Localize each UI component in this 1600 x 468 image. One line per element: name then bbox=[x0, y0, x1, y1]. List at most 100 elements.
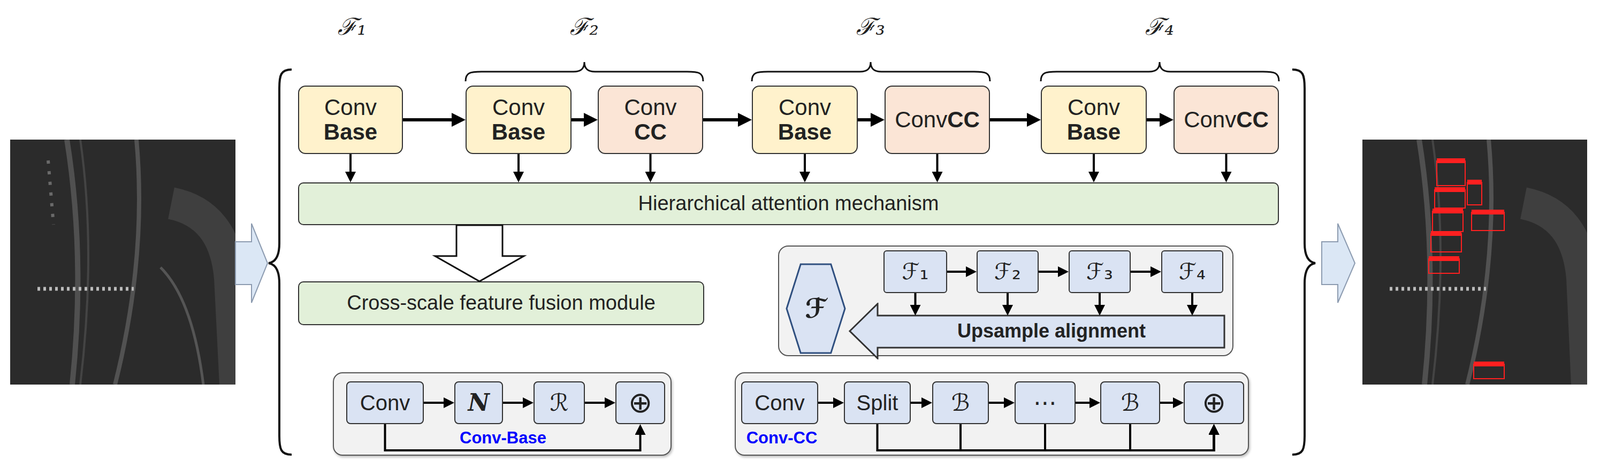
node-label: ⋯ bbox=[1033, 390, 1057, 416]
arrow-connector bbox=[423, 401, 444, 405]
upsample-arrow: Upsample alignment bbox=[848, 302, 1226, 360]
arrow-connector bbox=[349, 154, 352, 172]
node-label: ⊕ bbox=[1201, 386, 1226, 419]
arrow-connector bbox=[857, 118, 871, 122]
hollow-arrow bbox=[435, 225, 524, 282]
arrow-connector bbox=[1130, 424, 1215, 451]
node-label: CC bbox=[947, 107, 980, 133]
node-label: ℱ₂ bbox=[994, 259, 1022, 285]
node-label: Upsample alignment bbox=[957, 320, 1146, 342]
group-panel: Conv-CC Conv Split ℬ ⋯ ℬ ⊕ bbox=[734, 372, 1249, 456]
fused-feature-hexagon: ℱ bbox=[785, 263, 847, 355]
scale-label: ℱ₄ bbox=[1145, 9, 1175, 42]
ellipsis-box: ⋯ bbox=[1014, 381, 1076, 425]
output-block-arrow bbox=[1321, 223, 1355, 303]
arrow-connector bbox=[385, 424, 641, 451]
op-box: Conv bbox=[346, 381, 424, 425]
node-label: Base bbox=[1067, 119, 1121, 145]
arrow-connector bbox=[402, 118, 452, 122]
split-box: Split bbox=[843, 381, 911, 425]
node-label: Conv bbox=[1183, 107, 1237, 133]
node-label: ℱ₁ bbox=[902, 259, 929, 285]
node-label: ⊕ bbox=[628, 386, 653, 419]
conv-cc-block: ConvCC bbox=[1173, 85, 1279, 155]
output-image bbox=[1362, 139, 1588, 385]
bottleneck-box: ℬ bbox=[1100, 381, 1161, 425]
arrow-connector bbox=[1098, 293, 1101, 306]
arrow-connector bbox=[989, 118, 1027, 122]
arrow-connector bbox=[584, 401, 605, 405]
arrow-connector bbox=[1160, 401, 1173, 405]
curly-brace bbox=[1292, 69, 1316, 455]
arrow-connector bbox=[1045, 424, 1215, 451]
arrow-connector bbox=[703, 118, 738, 122]
arrow-connector bbox=[649, 154, 652, 172]
node-label: Base bbox=[778, 119, 832, 145]
feature-box: ℱ₃ bbox=[1068, 250, 1131, 294]
scale-label: ℱ₁ bbox=[337, 9, 367, 42]
node-label: Conv bbox=[754, 391, 805, 415]
group-title: Conv-Base bbox=[459, 429, 547, 447]
arrow-connector bbox=[818, 401, 834, 405]
attention-band: Hierarchical attention mechanism bbox=[298, 182, 1279, 226]
node-label: ℬ bbox=[1121, 390, 1140, 416]
conv-base-block: ConvBase bbox=[298, 85, 403, 155]
arrow-connector bbox=[960, 424, 1215, 451]
arrow-connector bbox=[914, 293, 917, 306]
conv-base-block: ConvBase bbox=[1040, 85, 1147, 155]
node-label: ℱ bbox=[804, 294, 827, 324]
node-label: Hierarchical attention mechanism bbox=[638, 192, 940, 216]
bottleneck-box: ℬ bbox=[932, 381, 989, 425]
group-brace bbox=[1040, 62, 1279, 82]
activation-box: ℛ bbox=[533, 381, 585, 425]
norm-box: N bbox=[454, 381, 504, 425]
feature-box: ℱ₁ bbox=[883, 250, 948, 294]
node-label: N bbox=[467, 390, 490, 416]
arrow-connector bbox=[1006, 293, 1009, 306]
node-label: ℱ₃ bbox=[1086, 259, 1114, 285]
node-label: Conv bbox=[1067, 95, 1120, 120]
arrow-connector bbox=[1130, 270, 1151, 273]
node-label: Conv bbox=[778, 95, 832, 120]
node-label: Base bbox=[491, 119, 546, 145]
fusion-module: Cross-scale feature fusion module bbox=[298, 281, 705, 326]
group-brace bbox=[751, 62, 990, 82]
conv-cc-block: ConvCC bbox=[884, 85, 990, 155]
arrow-connector bbox=[910, 401, 922, 405]
group-brace bbox=[465, 62, 704, 82]
arrow-connector bbox=[503, 401, 523, 405]
conv-base-block: ConvBase bbox=[465, 85, 572, 155]
arrow-connector bbox=[877, 424, 1215, 451]
arrow-connector bbox=[988, 401, 1004, 405]
arrow-connector bbox=[803, 154, 806, 172]
arrow-connector bbox=[1146, 118, 1160, 122]
arrow-connector bbox=[947, 270, 966, 273]
node-label: Conv bbox=[623, 95, 677, 120]
node-label: Conv bbox=[360, 391, 410, 415]
shape-fill bbox=[849, 303, 1225, 359]
group-title: Conv-CC bbox=[746, 429, 818, 447]
shape-fill bbox=[786, 264, 845, 354]
node-label: ℱ₄ bbox=[1178, 259, 1206, 285]
arrow-connector bbox=[1225, 154, 1228, 172]
node-label: ℬ bbox=[951, 390, 971, 416]
arrow-connector bbox=[936, 154, 939, 172]
feature-box: ℱ₄ bbox=[1161, 250, 1224, 294]
arrow-connector bbox=[1075, 401, 1090, 405]
node-label: Base bbox=[323, 119, 378, 145]
node-label: Conv bbox=[324, 95, 377, 120]
scale-label: ℱ₃ bbox=[856, 9, 886, 42]
feature-box: ℱ₂ bbox=[976, 250, 1039, 294]
op-box: Conv bbox=[741, 381, 819, 425]
node-label: CC bbox=[1236, 107, 1269, 133]
arrow-connector bbox=[571, 118, 584, 122]
node-label: Conv bbox=[894, 107, 948, 133]
conv-base-block: ConvBase bbox=[751, 85, 858, 155]
group-panel: Conv-Base Conv N ℛ ⊕ bbox=[332, 372, 672, 456]
input-block-arrow bbox=[235, 223, 268, 303]
arrow-connector bbox=[517, 154, 520, 172]
scale-label: ℱ₂ bbox=[569, 9, 599, 42]
curly-brace bbox=[268, 69, 292, 455]
node-label: Cross-scale feature fusion module bbox=[346, 292, 656, 315]
node-label: Split bbox=[856, 391, 899, 415]
